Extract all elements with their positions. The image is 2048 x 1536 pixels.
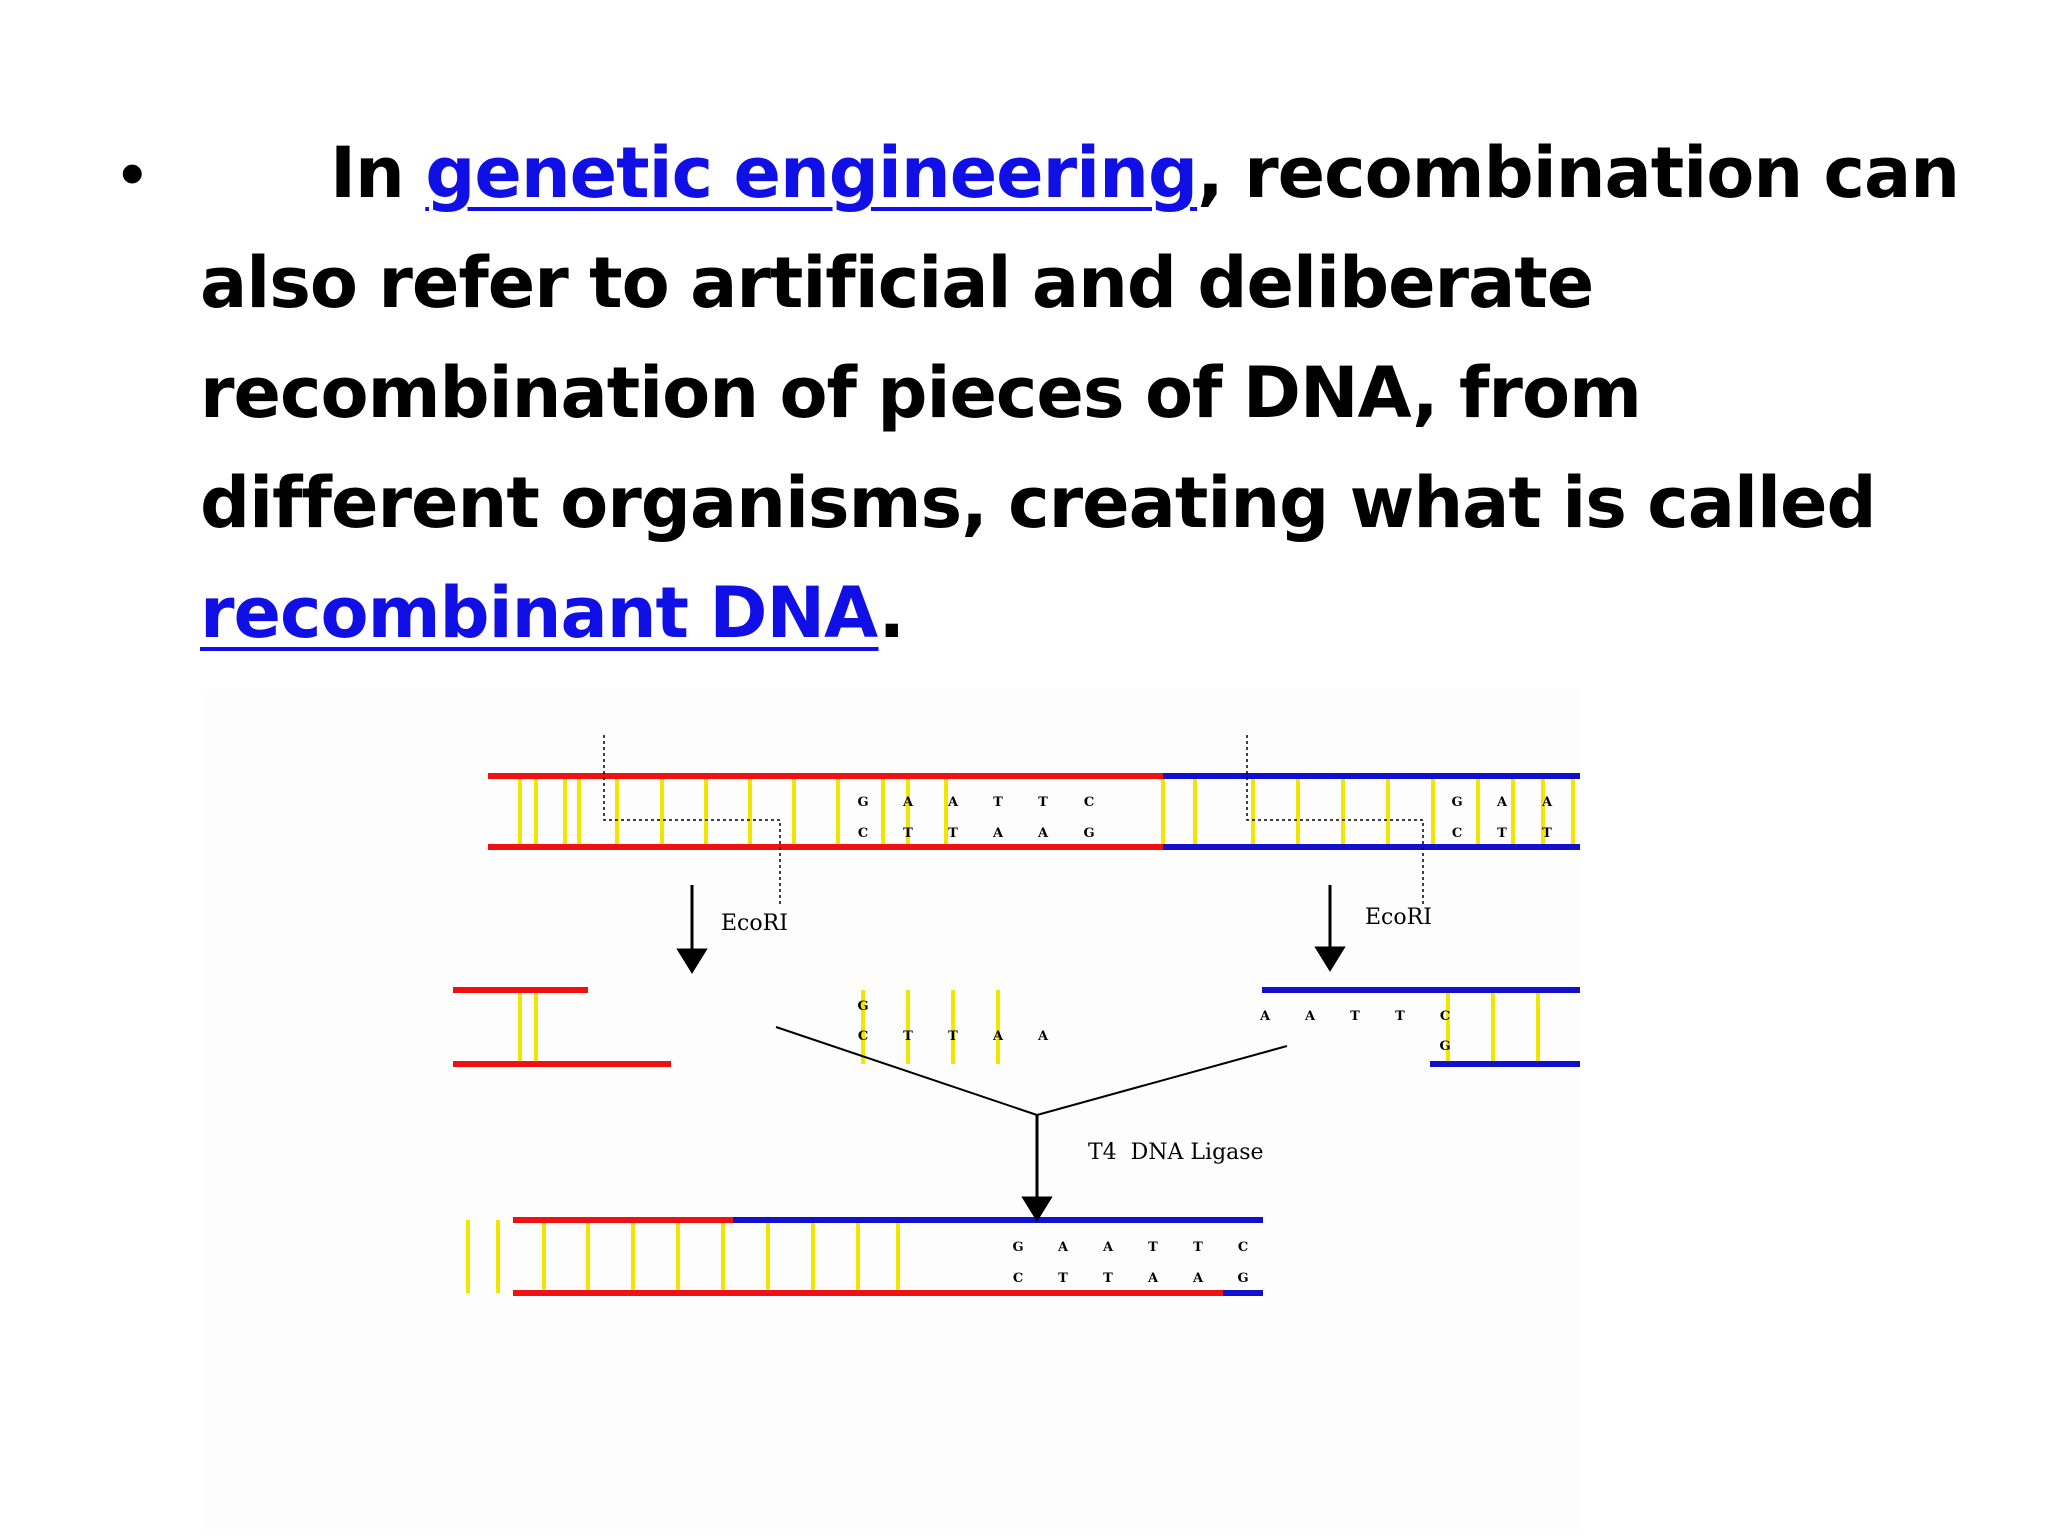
base-letter: A	[1037, 826, 1049, 841]
base-letter: A	[1057, 1240, 1069, 1255]
base-letter: A	[1304, 1009, 1316, 1024]
cut-site-lines	[603, 735, 1424, 905]
ligase-label: T4 DNA Ligase	[1088, 1140, 1264, 1165]
base-letter: A	[1496, 795, 1508, 810]
base-letter: A	[947, 795, 959, 810]
join-line-right	[1036, 1045, 1288, 1116]
arrow-right-head	[1314, 946, 1346, 972]
base-letter: T	[1148, 1240, 1158, 1255]
base-letter: T	[948, 826, 958, 841]
base-letter: T	[903, 1029, 913, 1044]
link-recombinant-dna[interactable]: recombinant DNA	[200, 572, 880, 654]
base-letter: A	[992, 1029, 1004, 1044]
base-letter: G	[1237, 1271, 1248, 1286]
base-letter: T	[1193, 1240, 1203, 1255]
base-letters: GAATTCCTTAAGGAATTCCTTAAGGCTTAAAATTCGGAAT…	[857, 795, 1553, 1286]
base-letter: C	[1013, 1271, 1023, 1286]
base-letter: C	[858, 826, 868, 841]
base-letter: C	[858, 1029, 868, 1044]
base-letter: A	[992, 826, 1004, 841]
base-letter: T	[1497, 826, 1507, 841]
base-letter: T	[993, 795, 1003, 810]
base-letter: C	[1440, 1009, 1450, 1024]
base-letter: C	[1084, 795, 1094, 810]
diagram-canvas: GAATTCCTTAAGGAATTCCTTAAGGCTTAAAATTCGGAAT…	[453, 735, 1580, 1296]
base-letter: G	[1012, 1240, 1023, 1255]
slide-body-text: In genetic engineering, recombination ca…	[200, 118, 1980, 668]
base-letter: T	[1103, 1271, 1113, 1286]
base-letter: A	[1541, 795, 1553, 810]
enzyme-label-right: EcoRI	[1365, 905, 1432, 930]
base-letter: T	[948, 1029, 958, 1044]
base-letter: A	[1147, 1271, 1159, 1286]
cut-line-left	[603, 735, 781, 905]
base-letter: A	[1102, 1240, 1114, 1255]
base-letter: G	[857, 999, 868, 1014]
base-pair-rungs	[466, 776, 1575, 1293]
base-letter: G	[857, 795, 868, 810]
base-letter: G	[1439, 1039, 1450, 1054]
text-mid: , recombination can also refer to artifi…	[200, 132, 1960, 544]
base-letter: A	[1259, 1009, 1271, 1024]
base-letter: A	[1037, 1029, 1049, 1044]
arrow-ligase-head	[1021, 1196, 1053, 1222]
base-letter: C	[1238, 1240, 1248, 1255]
join-line-left	[775, 1026, 1038, 1116]
arrow-left-head	[676, 948, 708, 974]
base-letter: T	[1542, 826, 1552, 841]
base-letter: T	[1395, 1009, 1405, 1024]
base-letter: G	[1083, 826, 1094, 841]
bullet-marker: •	[120, 134, 145, 212]
recombinant-dna-diagram: GAATTCCTTAAGGAATTCCTTAAGGCTTAAAATTCGGAAT…	[205, 690, 1580, 1530]
link-genetic-engineering[interactable]: genetic engineering	[425, 132, 1198, 214]
base-letter: T	[1350, 1009, 1360, 1024]
base-letter: A	[902, 795, 914, 810]
enzyme-label-left: EcoRI	[721, 911, 788, 936]
base-letter: C	[1452, 826, 1462, 841]
text-end: .	[878, 572, 906, 654]
cut-line-right	[1246, 735, 1424, 905]
dna-strands	[453, 773, 1580, 1296]
base-letter: T	[1058, 1271, 1068, 1286]
arrows	[676, 885, 1346, 1222]
base-letter: T	[1038, 795, 1048, 810]
base-letter: T	[903, 826, 913, 841]
base-letter: A	[1192, 1271, 1204, 1286]
text-lead: In	[330, 132, 426, 214]
base-letter: G	[1451, 795, 1462, 810]
